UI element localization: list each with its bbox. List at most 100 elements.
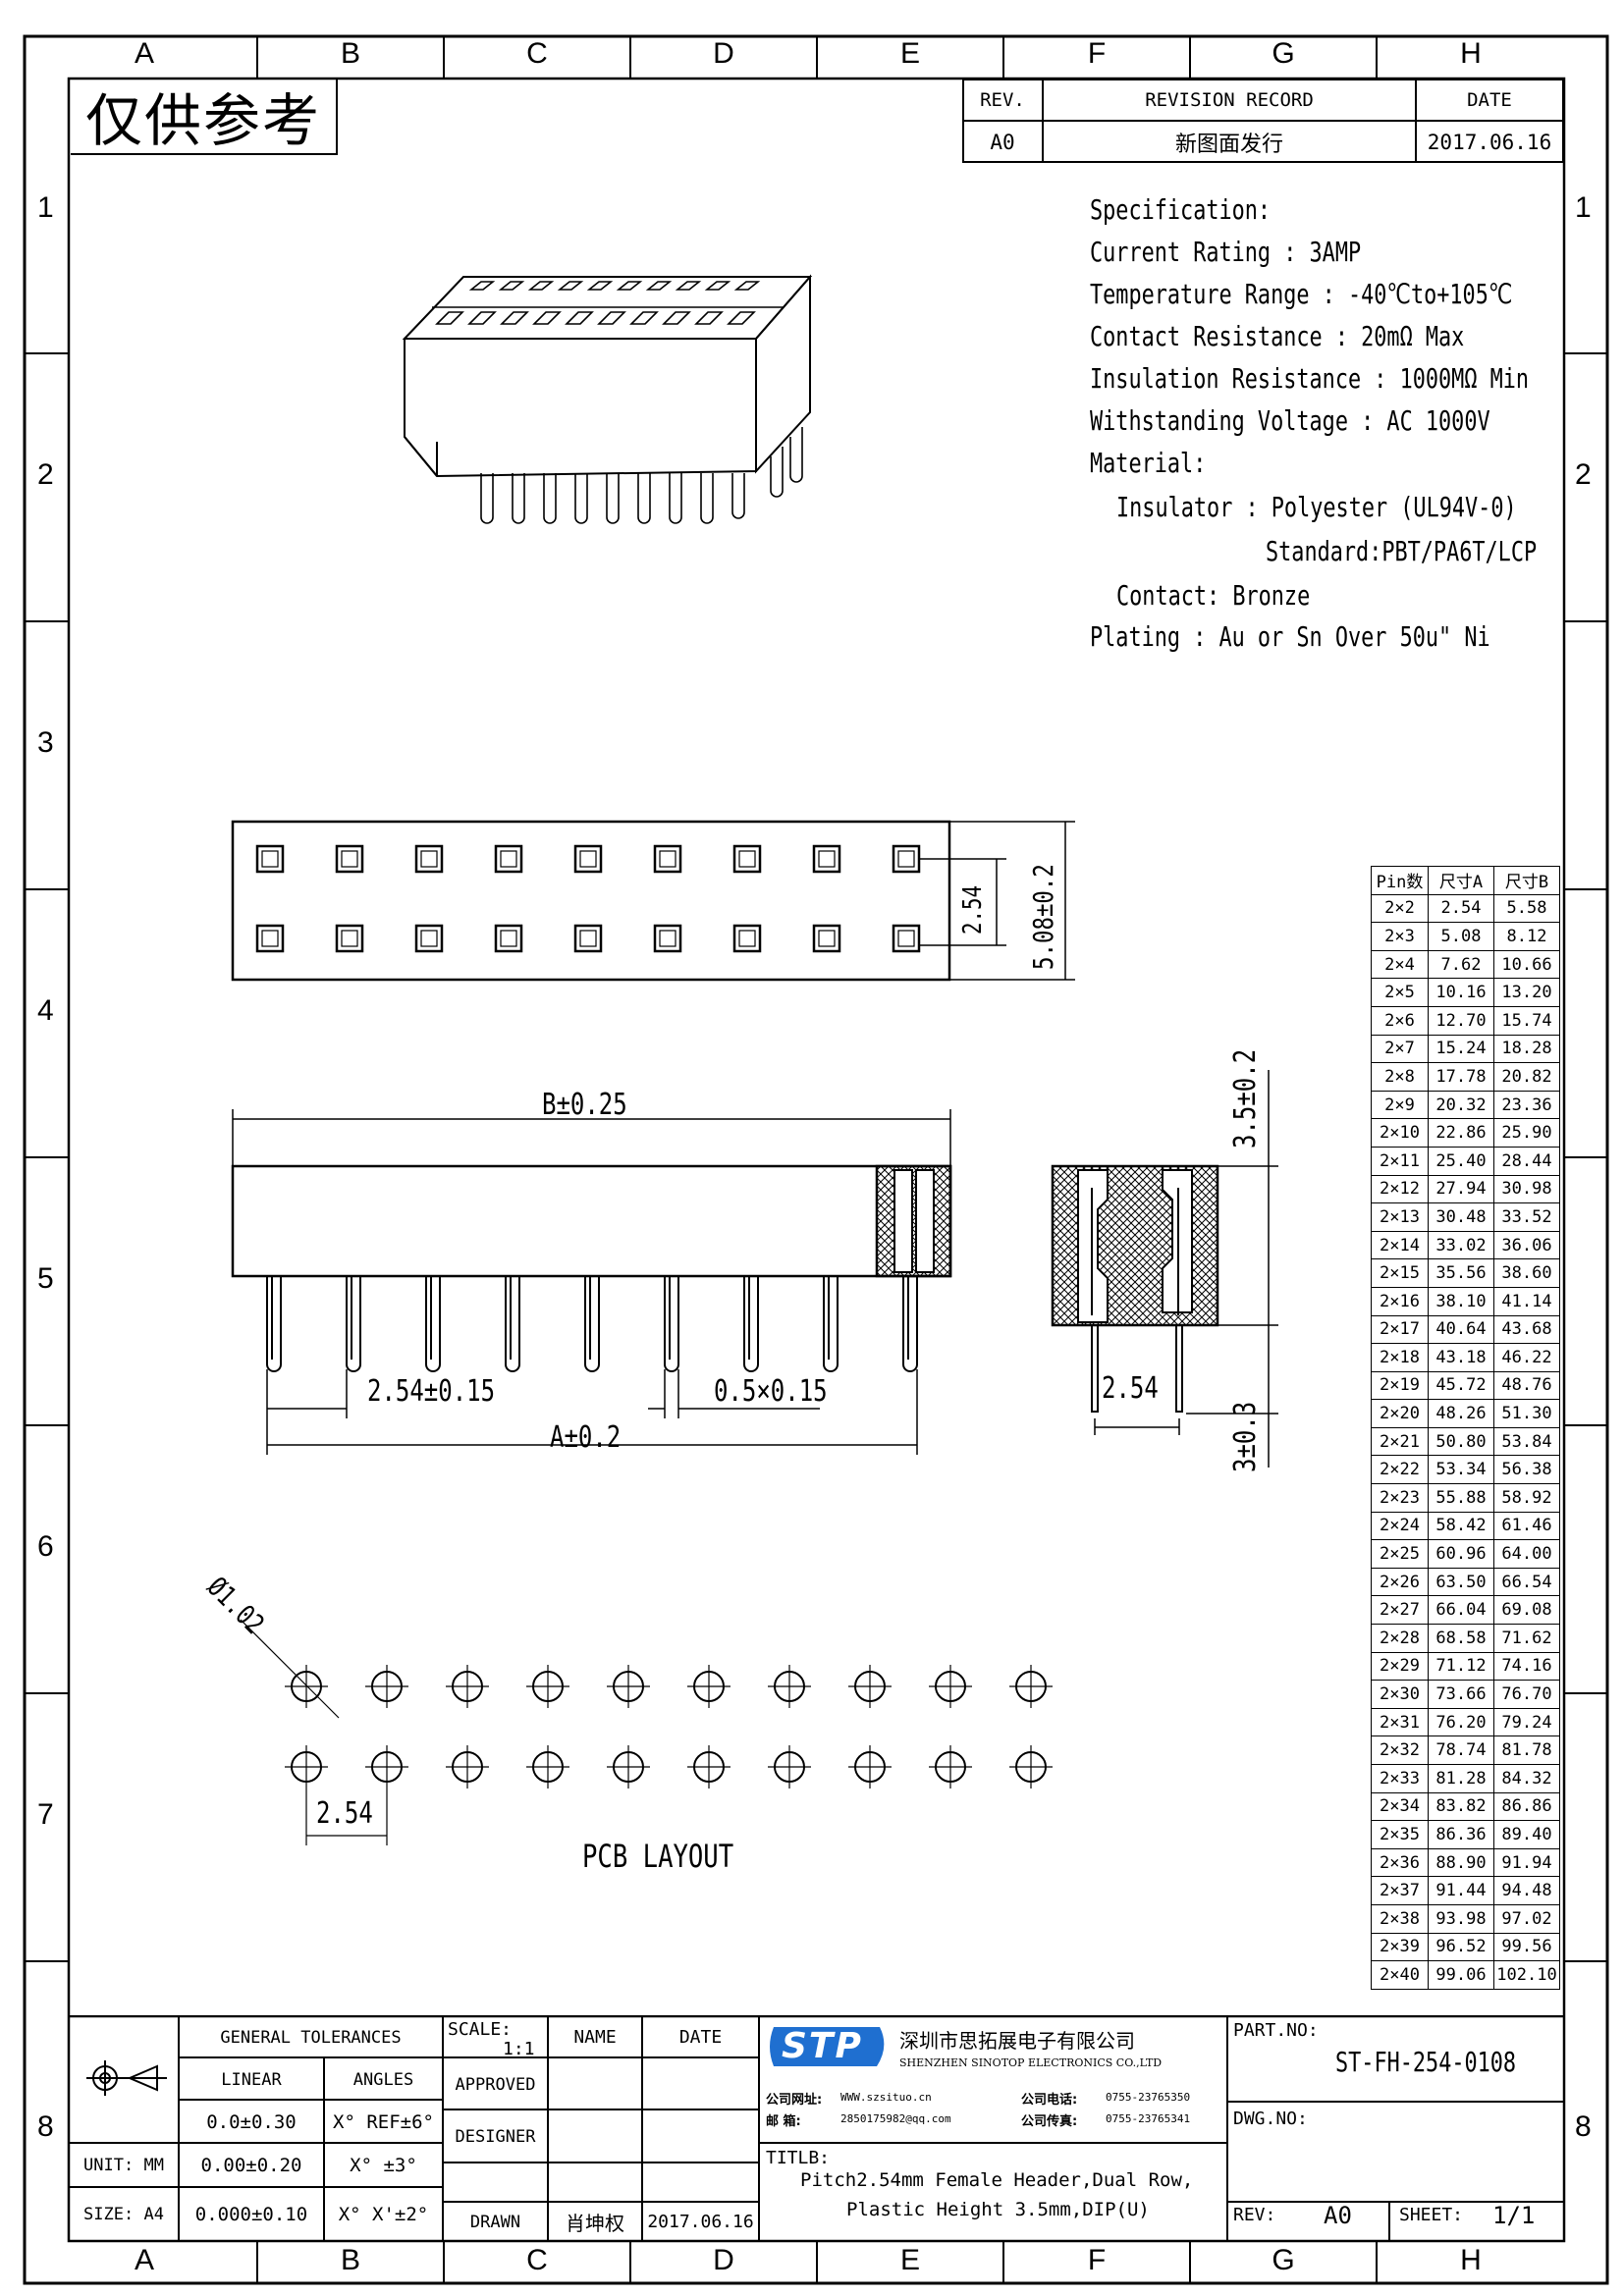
table-header-row: Pin数 尺寸A 尺寸B [1371, 866, 1560, 895]
cell-dim-a: 7.62 [1428, 949, 1494, 980]
general-tolerances-label: GENERAL TOLERANCES [220, 2027, 402, 2048]
zone-col-e: E [899, 37, 920, 70]
name-column-label: NAME [573, 2027, 617, 2048]
cell-dim-a: 68.58 [1428, 1624, 1494, 1653]
rev-value: A0 [990, 130, 1015, 154]
spec-current: Current Rating : 3AMP [1090, 236, 1362, 268]
cell-dim-b: 20.82 [1493, 1062, 1560, 1092]
dwg-no-label: DWG.NO: [1233, 2109, 1308, 2129]
cell-dim-b: 69.08 [1493, 1595, 1560, 1626]
website-value: WWW.szsituo.cn [840, 2091, 932, 2104]
sheet-label: SHEET: [1399, 2205, 1464, 2225]
cell-dim-b: 38.60 [1493, 1258, 1560, 1288]
zone-col-f: F [1087, 37, 1107, 70]
cell-dim-a: 83.82 [1428, 1791, 1494, 1822]
cell-dim-b: 76.70 [1493, 1680, 1560, 1709]
cell-dim-b: 56.38 [1493, 1455, 1560, 1485]
zone-row-8-right: 8 [1575, 2110, 1592, 2143]
spec-temperature: Temperature Range : -40℃to+105℃ [1090, 278, 1513, 310]
cell-pins: 2×39 [1371, 1932, 1429, 1962]
cell-pins: 2×30 [1371, 1680, 1429, 1709]
pcb-layout [240, 1619, 1053, 1845]
cell-pins: 2×16 [1371, 1286, 1429, 1316]
cell-pins: 2×23 [1371, 1483, 1429, 1513]
part-no-label: PART.NO: [1233, 2020, 1319, 2041]
cell-dim-b: 97.02 [1493, 1903, 1560, 1934]
linear-tolerance-2: 0.00±0.20 [200, 2155, 302, 2176]
zone-col-c: C [526, 37, 548, 70]
cell-pins: 2×20 [1371, 1399, 1429, 1428]
title-block-grid [69, 2015, 1564, 2241]
zone-col-a-bottom: A [134, 2244, 154, 2276]
cell-dim-b: 18.28 [1493, 1034, 1560, 1064]
cell-dim-a: 38.10 [1428, 1286, 1494, 1316]
cell-dim-a: 30.48 [1428, 1202, 1494, 1232]
cell-pins: 2×11 [1371, 1146, 1429, 1176]
cell-pins: 2×5 [1371, 978, 1429, 1007]
cell-dim-b: 25.90 [1493, 1118, 1560, 1148]
revision-date-value: 2017.06.16 [1427, 130, 1552, 154]
dim-side-pitch: 2.54 [1102, 1371, 1159, 1406]
designer-label: DESIGNER [455, 2127, 536, 2147]
cell-pins: 2×22 [1371, 1455, 1429, 1485]
zone-col-h-bottom: H [1460, 2244, 1482, 2276]
dim-pcb-pitch: 2.54 [316, 1796, 373, 1831]
cell-dim-a: 76.20 [1428, 1707, 1494, 1737]
reference-stamp-text: 仅供参考 [84, 87, 321, 154]
cell-dim-a: 86.36 [1428, 1820, 1494, 1849]
cell-dim-b: 89.40 [1493, 1820, 1560, 1849]
cell-dim-b: 61.46 [1493, 1511, 1560, 1541]
dim-plastic-height: 3.5±0.2 [1228, 1048, 1263, 1148]
cell-pins: 2×15 [1371, 1258, 1429, 1288]
dim-pin-length: 3±0.3 [1228, 1401, 1263, 1472]
cell-pins: 2×25 [1371, 1539, 1429, 1569]
cell-dim-a: 78.74 [1428, 1735, 1494, 1765]
cell-pins: 2×38 [1371, 1903, 1429, 1934]
cell-pins: 2×10 [1371, 1118, 1429, 1148]
zone-row-4: 4 [37, 994, 54, 1027]
cell-dim-b: 15.74 [1493, 1005, 1560, 1036]
cell-pins: 2×17 [1371, 1314, 1429, 1345]
header-dim-a: 尺寸A [1428, 866, 1494, 895]
company-logo-text: STP [782, 2026, 863, 2066]
zone-col-d: D [713, 37, 734, 70]
cell-dim-a: 25.40 [1428, 1146, 1494, 1176]
cell-pins: 2×33 [1371, 1764, 1429, 1793]
cell-pins: 2×40 [1371, 1960, 1429, 1990]
date-column-label: DATE [678, 2027, 723, 2048]
cell-pins: 2×7 [1371, 1034, 1429, 1064]
phone-label: 公司电话: [1021, 2093, 1078, 2108]
cell-dim-a: 58.42 [1428, 1511, 1494, 1541]
cell-dim-a: 5.08 [1428, 922, 1494, 951]
spec-contact-resistance: Contact Resistance : 20mΩ Max [1090, 320, 1465, 352]
part-no-value: ST-FH-254-0108 [1335, 2046, 1517, 2078]
scale-value: 1:1 [503, 2039, 535, 2059]
cell-dim-a: 88.90 [1428, 1847, 1494, 1878]
cell-dim-a: 35.56 [1428, 1258, 1494, 1288]
dim-width: 5.08±0.2 [1027, 864, 1059, 970]
zone-col-b: B [340, 37, 360, 70]
unit-label: UNIT: MM [83, 2156, 164, 2175]
cell-pins: 2×21 [1371, 1426, 1429, 1457]
cell-dim-b: 64.00 [1493, 1539, 1560, 1569]
cell-dim-a: 66.04 [1428, 1595, 1494, 1626]
revision-record-label: REVISION RECORD [1145, 88, 1314, 111]
dim-pin-pitch: 2.54±0.15 [367, 1374, 496, 1409]
website-label: 公司网址: [766, 2093, 823, 2108]
